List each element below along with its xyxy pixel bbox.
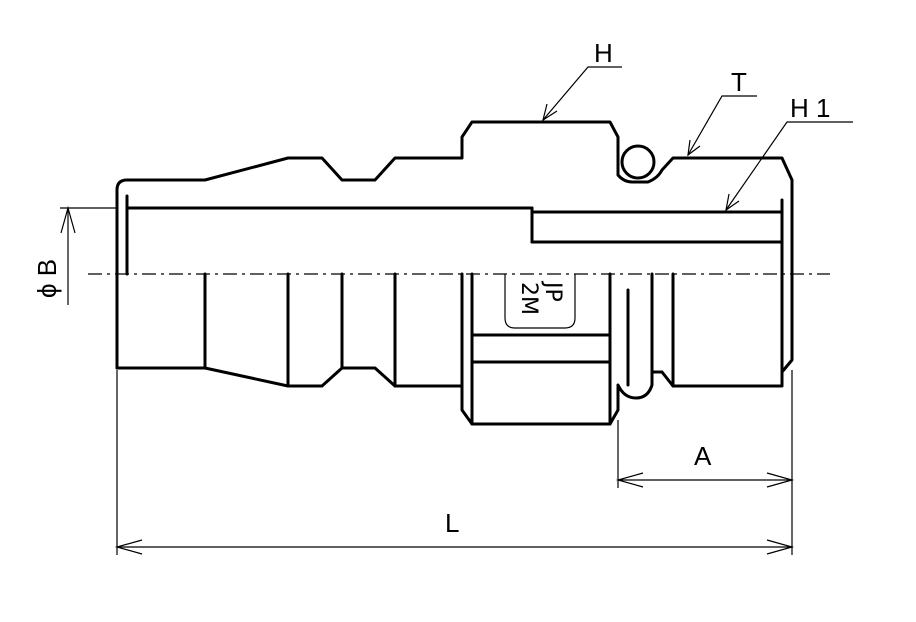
marking-text-line2: 2M — [516, 282, 541, 315]
label-a: A — [694, 441, 712, 471]
arrow-l-right — [766, 539, 795, 555]
marking-text-line1: JP — [540, 280, 565, 302]
arrow-h1 — [725, 193, 740, 212]
body-upper-outline — [115, 120, 794, 374]
arrow-a-left — [615, 472, 644, 488]
arrow-h — [542, 103, 558, 122]
arrow-b-top — [60, 205, 76, 234]
label-phi-b: ϕ B — [32, 259, 62, 298]
label-h: H — [594, 38, 613, 68]
label-t: T — [731, 67, 747, 97]
leader-h — [542, 66, 622, 121]
label-l: L — [445, 508, 459, 538]
arrow-l-left — [114, 539, 143, 555]
arrow-t — [687, 139, 701, 157]
marking-plate — [504, 274, 576, 329]
body-lower-outline — [115, 366, 784, 426]
collar-ring-top — [620, 144, 656, 180]
leader-t — [687, 95, 757, 156]
label-h1: H 1 — [790, 93, 830, 123]
leader-h1 — [725, 121, 853, 211]
arrow-a-right — [766, 472, 795, 488]
